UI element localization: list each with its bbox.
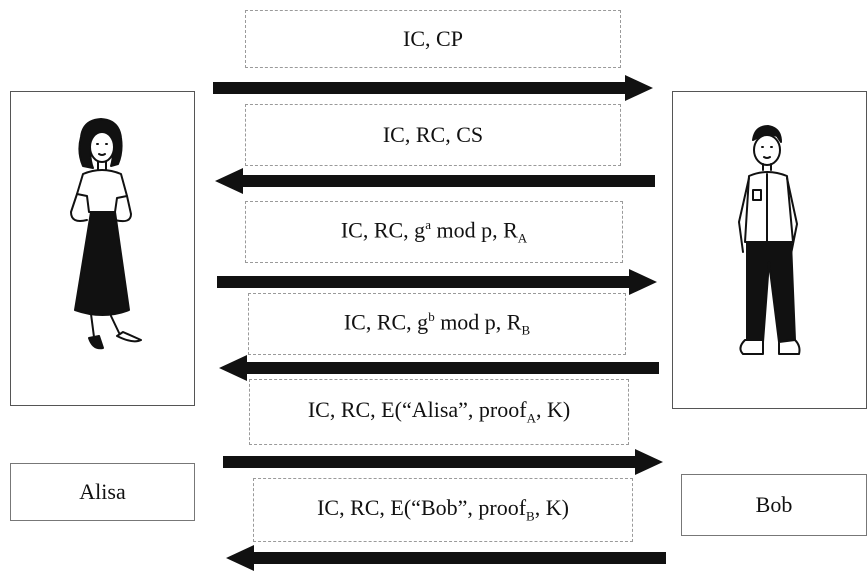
- man-figure-icon: [673, 92, 867, 410]
- message-box-6: IC, RC, E(“Bob”, proofB, K): [253, 478, 633, 542]
- arrow-shape: [215, 168, 655, 194]
- arrow-shape: [226, 545, 666, 571]
- message-box-4: IC, RC, gb mod p, RB: [248, 293, 626, 355]
- alisa-name-label: Alisa: [10, 463, 195, 521]
- arrow-right-1: [213, 75, 653, 101]
- alisa-picture-frame: [10, 91, 195, 406]
- bob-picture-frame: [672, 91, 867, 409]
- woman-figure-icon: [11, 92, 196, 407]
- arrow-shape: [219, 355, 659, 381]
- arrow-left-2: [215, 168, 655, 194]
- arrow-right-3: [217, 269, 657, 295]
- message-box-3: IC, RC, ga mod p, RA: [245, 201, 623, 263]
- message-box-2: IC, RC, CS: [245, 104, 621, 166]
- message-label: IC, RC, E(“Bob”, proofB, K): [317, 495, 569, 524]
- arrow-shape: [223, 449, 663, 475]
- message-label: IC, RC, CS: [383, 122, 483, 148]
- message-label: IC, CP: [403, 26, 463, 52]
- message-box-5: IC, RC, E(“Alisa”, proofA, K): [249, 379, 629, 445]
- arrow-left-4: [219, 355, 659, 381]
- bob-name-label: Bob: [681, 474, 867, 536]
- arrow-left-6: [226, 545, 666, 571]
- arrow-right-5: [223, 449, 663, 475]
- message-label: IC, RC, gb mod p, RB: [344, 309, 530, 339]
- message-label: IC, RC, ga mod p, RA: [341, 217, 527, 247]
- message-label: IC, RC, E(“Alisa”, proofA, K): [308, 397, 570, 426]
- arrow-shape: [217, 269, 657, 295]
- arrow-shape: [213, 75, 653, 101]
- message-box-1: IC, CP: [245, 10, 621, 68]
